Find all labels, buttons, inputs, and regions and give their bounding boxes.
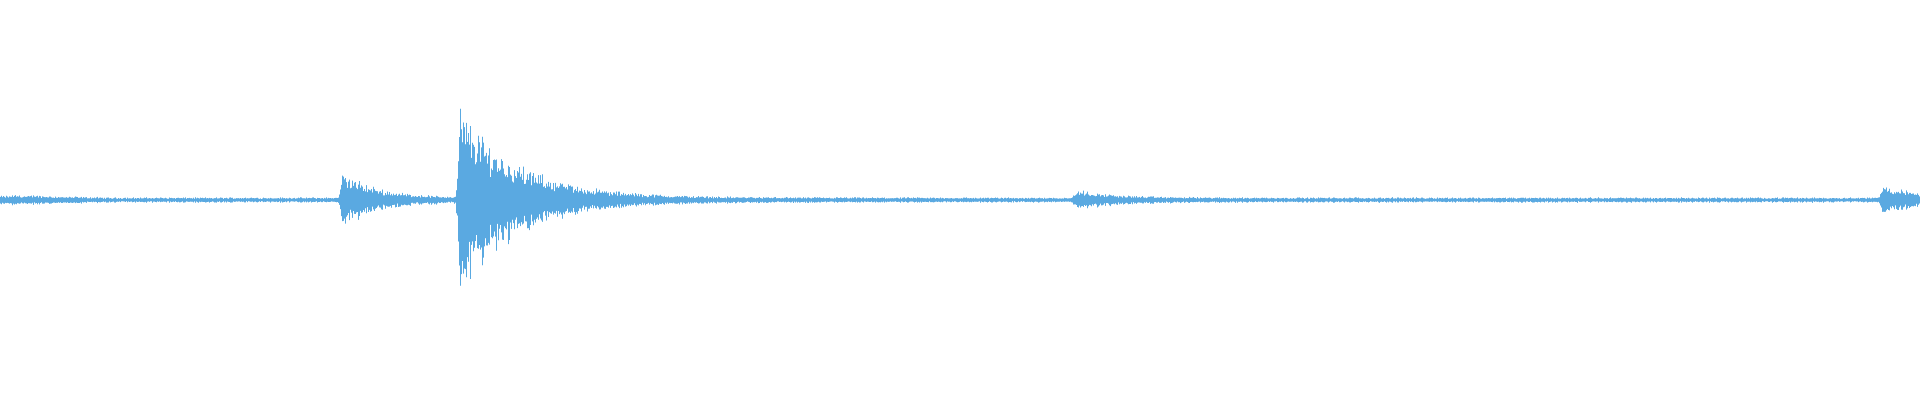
waveform-trace — [0, 108, 1920, 286]
